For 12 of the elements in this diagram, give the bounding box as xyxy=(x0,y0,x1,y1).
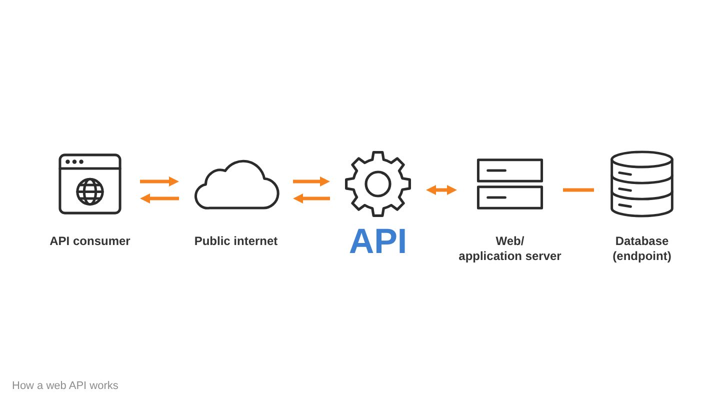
connector-line xyxy=(563,188,594,192)
arrow xyxy=(140,194,179,204)
node-label: Database (endpoint) xyxy=(612,234,672,264)
node-label: Public internet xyxy=(194,234,278,249)
caption: How a web API works xyxy=(12,379,118,393)
arrow xyxy=(293,194,330,204)
double-arrow xyxy=(426,185,457,195)
node-label: API consumer xyxy=(50,234,130,249)
node-label: Web/ application server xyxy=(458,234,562,264)
heading-label: API xyxy=(348,223,408,261)
arrow xyxy=(140,176,179,186)
arrow xyxy=(293,176,330,186)
